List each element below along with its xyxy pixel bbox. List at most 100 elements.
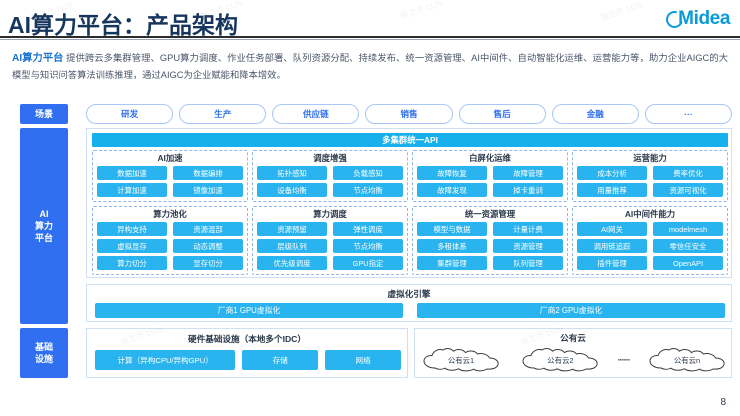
capability-chip[interactable]: 费率优化 (653, 166, 723, 180)
title-divider-secondary (0, 39, 740, 40)
capability-chip[interactable]: 队列管理 (493, 256, 563, 270)
capability-chip[interactable]: 插件管理 (577, 256, 647, 270)
capability-chip-grid: 模型与数据计量计费多租体系资源管理集群管理队列管理 (417, 222, 563, 271)
public-cloud-ellipsis: ······ (617, 355, 631, 365)
capability-chip[interactable]: 异构支持 (97, 222, 167, 236)
capability-title: 运营能力 (633, 153, 667, 163)
description-paragraph: AI算力平台 提供跨云多集群管理、GPU算力调度、作业任务部署、队列资源分配、持… (12, 50, 728, 83)
capability-chip[interactable]: 弹性调度 (333, 222, 403, 236)
scene-row: 研发生产供应链销售售后金融··· (86, 104, 732, 124)
title-divider (0, 36, 740, 38)
capability-chip[interactable]: 节点均衡 (333, 239, 403, 253)
capability-chip[interactable]: OpenAPI (653, 256, 723, 270)
capability-chip[interactable]: 故障发现 (417, 183, 487, 197)
capability-chip[interactable]: 数据编排 (173, 166, 243, 180)
virtualization-title: 虚拟化引擎 (387, 289, 431, 299)
capability-chip[interactable]: 资源管理 (493, 239, 563, 253)
rail-label-platform: AI 算力 平台 (20, 128, 68, 324)
capability-box: 算力调度资源预留弹性调度层级队列节点均衡优先级调度 GPU指定 (252, 206, 408, 275)
capability-chip[interactable]: modelmesh (653, 222, 723, 236)
capability-chip-grid: 拓扑感知负载感知设备均衡节点均衡 (257, 166, 403, 198)
capability-title: 统一资源管理 (464, 209, 516, 219)
capability-chip[interactable]: 故障管理 (493, 166, 563, 180)
capability-chip[interactable]: 镜像加速 (173, 183, 243, 197)
capability-chip[interactable]: 多租体系 (417, 239, 487, 253)
capability-chip[interactable]: 算力切分 (97, 256, 167, 270)
scene-pill-2[interactable]: 供应链 (272, 104, 360, 124)
watermark: 股之齐 1129 (599, 0, 644, 23)
virtualization-chip-0[interactable]: 厂商1 GPU虚拟化 (95, 303, 403, 318)
capability-chip[interactable]: 拓扑感知 (257, 166, 327, 180)
infrastructure-chip-2[interactable]: 网络 (325, 350, 401, 370)
virtualization-chip-1[interactable]: 厂商2 GPU虚拟化 (417, 303, 725, 318)
capability-chip[interactable]: 模型与数据 (417, 222, 487, 236)
scene-pill-0[interactable]: 研发 (86, 104, 174, 124)
capability-grid: AI加速数据加速数据编排计算加速镜像加速调度增强拓扑感知负载感知设备均衡节点均衡… (92, 150, 728, 275)
multi-cluster-api-bar: 多集群统一API (92, 133, 728, 147)
public-cloud-label: 公有云2 (547, 356, 574, 365)
rail-infra-line-2: 设施 (34, 354, 53, 364)
midea-logo: Midea (663, 7, 730, 31)
infrastructure-panel: 硬件基础设施（本地多个IDC） 计算（异构CPU/异构GPU） 存储网络 (86, 328, 408, 378)
rail-platform-line-1: AI (39, 209, 49, 219)
capability-chip[interactable]: 层级队列 (257, 239, 327, 253)
public-cloud-icon-1[interactable]: 公有云2 (518, 347, 602, 373)
scene-pill-6[interactable]: ··· (644, 104, 732, 124)
infrastructure-chip-1[interactable]: 存储 (242, 350, 319, 370)
capability-chip-grid: 异构支持资源混部虚拟显存动态调整算力切分显存切分 (97, 222, 243, 271)
capability-title: 白屏化运维 (469, 153, 511, 163)
capability-chip[interactable]: 调用链追踪 (577, 239, 647, 253)
scene-pill-5[interactable]: 金融 (551, 104, 639, 124)
virtualization-items: 厂商1 GPU虚拟化厂商2 GPU虚拟化 (95, 303, 725, 318)
rail-platform-line-3: 平台 (34, 233, 53, 243)
capability-chip-grid: 故障恢复故障管理故障发现掉卡重训 (417, 166, 563, 198)
virtualization-panel: 虚拟化引擎 厂商1 GPU虚拟化厂商2 GPU虚拟化 (86, 284, 732, 322)
public-cloud-icon-0[interactable]: 公有云1 (419, 347, 503, 373)
public-cloud-title: 公有云 (560, 333, 586, 343)
logo-text: Midea (678, 8, 730, 29)
capability-title: AI加速 (157, 153, 183, 163)
rail-infra-line-1: 基础 (34, 342, 53, 352)
capability-chip[interactable]: 显存切分 (173, 256, 243, 270)
capability-chip-grid: 数据加速数据编排计算加速镜像加速 (97, 166, 243, 198)
capability-box: 运营能力成本分析费率优化用量推荐资源可视化 (572, 150, 728, 202)
public-cloud-items: 公有云1 公有云2 ······ 公有云n (419, 346, 729, 374)
capability-chip[interactable]: 零信任安全 (653, 239, 723, 253)
capability-chip[interactable]: 节点均衡 (333, 183, 403, 197)
capability-title: 算力调度 (313, 209, 347, 219)
capability-title: 算力池化 (153, 209, 187, 219)
capability-chip[interactable]: 虚拟显存 (97, 239, 167, 253)
infrastructure-chip-0[interactable]: 计算（异构CPU/异构GPU） (95, 350, 236, 370)
capability-chip[interactable]: 动态调整 (173, 239, 243, 253)
description-lead: AI算力平台 (12, 53, 64, 64)
capability-chip[interactable]: 设备均衡 (257, 183, 327, 197)
capability-chip[interactable]: 优先级调度 (257, 256, 327, 270)
capability-chip[interactable]: 用量推荐 (577, 183, 647, 197)
scene-pill-3[interactable]: 销售 (365, 104, 453, 124)
capability-chip[interactable]: 资源可视化 (653, 183, 723, 197)
capability-chip[interactable]: 资源混部 (173, 222, 243, 236)
capability-chip[interactable]: 成本分析 (577, 166, 647, 180)
capability-chip[interactable]: 掉卡重训 (493, 183, 563, 197)
public-cloud-label: 公有云1 (447, 356, 475, 365)
scene-pill-4[interactable]: 售后 (458, 104, 546, 124)
rail-label-scene: 场景 (20, 104, 68, 124)
capability-chip[interactable]: 负载感知 (333, 166, 403, 180)
capability-chip[interactable]: 故障恢复 (417, 166, 487, 180)
platform-panel: 多集群统一API AI加速数据加速数据编排计算加速镜像加速调度增强拓扑感知负载感… (86, 128, 732, 278)
scene-pill-1[interactable]: 生产 (179, 104, 267, 124)
public-cloud-icon-2[interactable]: 公有云n (645, 347, 729, 373)
capability-chip[interactable]: GPU指定 (333, 256, 403, 270)
page-number: 8 (720, 397, 726, 408)
public-cloud-panel: 公有云 公有云1 公有云2 ······ 公有云n (414, 328, 732, 378)
capability-chip[interactable]: AI网关 (577, 222, 647, 236)
capability-chip[interactable]: 集群管理 (417, 256, 487, 270)
capability-chip[interactable]: 资源预留 (257, 222, 327, 236)
capability-chip[interactable]: 计量计费 (493, 222, 563, 236)
infrastructure-items: 计算（异构CPU/异构GPU） 存储网络 (95, 350, 401, 370)
capability-chip[interactable]: 计算加速 (97, 183, 167, 197)
capability-box: 调度增强拓扑感知负载感知设备均衡节点均衡 (252, 150, 408, 202)
capability-chip[interactable]: 数据加速 (97, 166, 167, 180)
infrastructure-title: 硬件基础设施（本地多个IDC） (188, 334, 306, 344)
